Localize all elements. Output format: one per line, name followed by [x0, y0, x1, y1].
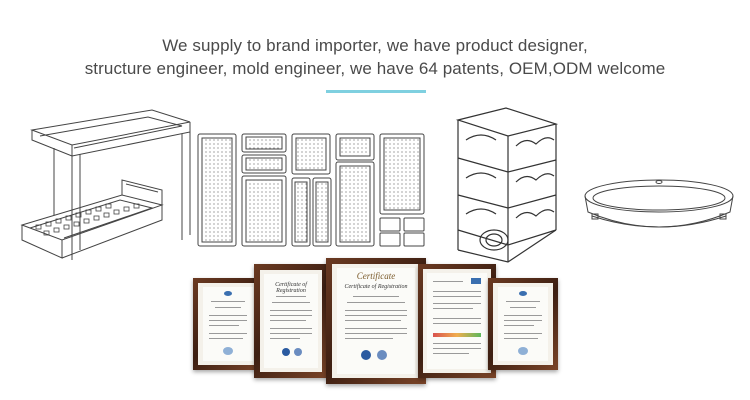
- certificate-frame-2: Certificate of Registration: [254, 264, 328, 378]
- certificate-frame-5: [488, 278, 558, 370]
- headline-line-2: structure engineer, mold engineer, we ha…: [84, 59, 666, 78]
- certificate-frame-3-center: Certificate Certificate of Registration: [326, 258, 426, 384]
- certificate-frame-1: [193, 278, 263, 370]
- wine-rack-drawing: [446, 100, 566, 265]
- drawer-tray-set-drawing: [196, 130, 428, 252]
- organizer-rack-drawing: [12, 100, 197, 275]
- round-tray-drawing: [580, 172, 738, 244]
- headline-line-1: We supply to brand importer, we have pro…: [162, 36, 588, 55]
- certificate-subtitle: Certificate of Registration: [344, 284, 408, 290]
- certificate-frame-4: [418, 264, 496, 378]
- accent-divider: [326, 90, 426, 93]
- certificate-title: Certificate of Registration: [275, 282, 307, 294]
- certificate-heading: Certificate: [356, 271, 396, 281]
